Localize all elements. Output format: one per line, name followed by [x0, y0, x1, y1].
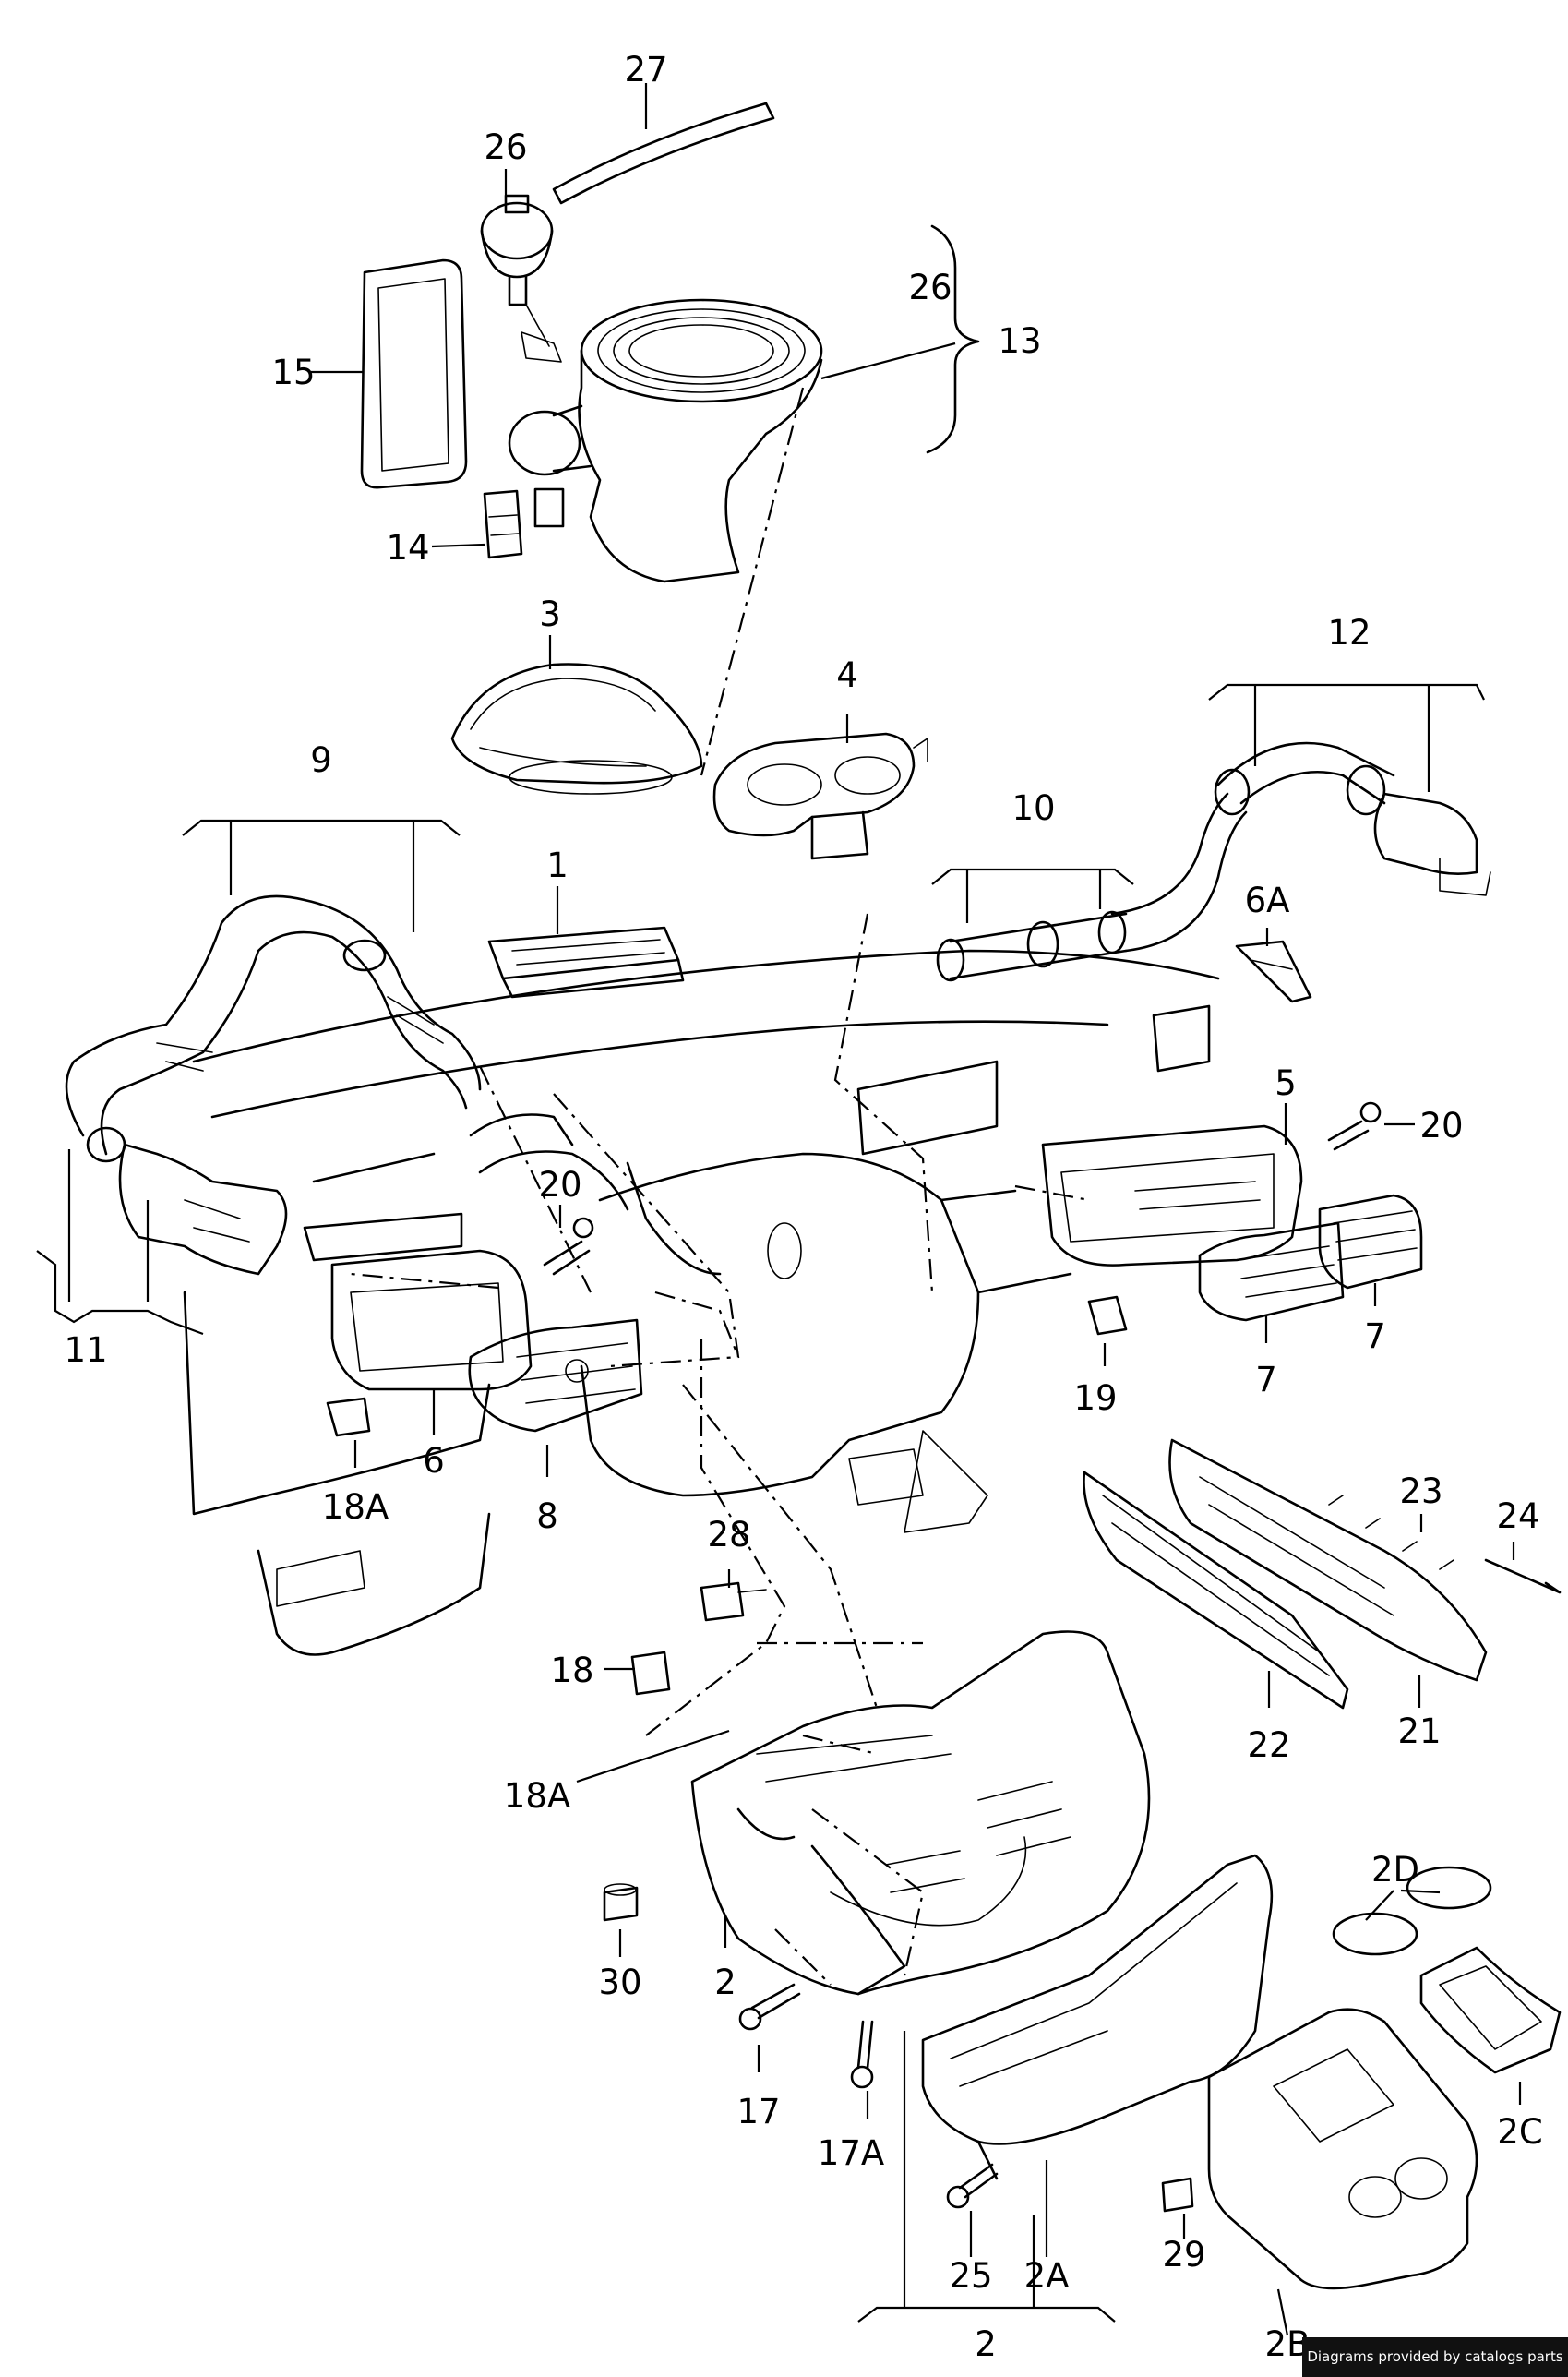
callout-26-group: 26: [908, 268, 952, 307]
callout-20-right: 20: [1419, 1106, 1463, 1146]
callout-9: 9: [310, 740, 332, 780]
callout-21: 21: [1397, 1711, 1441, 1751]
callout-labels: 27 26 26 13 15 14 3 4 12 9 10 1 6A 5 20 …: [64, 50, 1542, 2364]
callout-22: 22: [1247, 1725, 1290, 1765]
part-9-left-duct: [65, 894, 482, 1163]
part-21-trim-strip: [1168, 1438, 1488, 1682]
callout-10: 10: [1011, 788, 1055, 828]
callout-18: 18: [550, 1651, 593, 1690]
part-29-plug: [1161, 2177, 1194, 2213]
part-17A-screw: [850, 2020, 874, 2089]
part-15-seal-frame: [360, 258, 468, 489]
part-10-connecting-hose: [936, 792, 1248, 982]
part-2C-insert: [1419, 1946, 1562, 2074]
bracket-13: [926, 224, 980, 454]
group-brackets: [36, 683, 1485, 2323]
callout-4: 4: [836, 655, 858, 695]
part-6A-bracket: [1235, 940, 1312, 1003]
part-22-cover-strip: [1083, 1471, 1349, 1710]
part-18-clip: [630, 1651, 671, 1696]
callout-18A: 18A: [504, 1776, 570, 1816]
callout-2-group: 2: [975, 2324, 997, 2364]
part-30-plug: [603, 1883, 639, 1922]
callout-25: 25: [949, 2256, 992, 2296]
callout-17: 17: [736, 2092, 780, 2131]
part-2A-storage-tray: [921, 1854, 1274, 2180]
callout-15: 15: [271, 353, 315, 392]
callout-18A-left: 18A: [322, 1487, 389, 1527]
callout-11: 11: [64, 1330, 107, 1370]
part-14-clip: [483, 489, 523, 559]
callout-28: 28: [707, 1515, 750, 1555]
callout-7-left: 7: [1255, 1360, 1277, 1399]
callout-19: 19: [1073, 1378, 1117, 1418]
part-24-screw: [1484, 1558, 1562, 1594]
callout-29: 29: [1162, 2235, 1205, 2275]
callout-27: 27: [624, 50, 667, 90]
callout-24: 24: [1496, 1496, 1539, 1536]
part-13-fresh-air-housing: [508, 298, 823, 583]
part-4-duct-bracket: [712, 732, 928, 860]
part-20-screw-left: [543, 1217, 594, 1276]
callout-14: 14: [386, 528, 429, 568]
callout-23: 23: [1399, 1471, 1442, 1511]
part-6-vent-housing: [303, 1212, 533, 1391]
callout-20-left: 20: [538, 1165, 581, 1205]
callout-1: 1: [546, 846, 569, 885]
callout-6A: 6A: [1245, 881, 1290, 920]
part-12-side-duct: [1214, 741, 1491, 896]
callout-30: 30: [598, 1963, 641, 2002]
callout-13: 13: [998, 321, 1041, 361]
callout-6: 6: [423, 1441, 445, 1481]
part-28-switch: [700, 1581, 767, 1622]
callout-7-right: 7: [1364, 1316, 1386, 1356]
part-23-clips: [1328, 1495, 1454, 1570]
credit-banner: Diagrams provided by catalogs parts: [1302, 2337, 1568, 2377]
part-2D-mat: [1332, 1866, 1492, 1956]
part-20-screw-right: [1327, 1101, 1382, 1151]
callout-2A: 2A: [1024, 2256, 1070, 2296]
part-25-screw: [946, 2163, 999, 2209]
part-2-center-console: [690, 1630, 1151, 1996]
assembly-lines: [350, 387, 1090, 1986]
part-7-vent-grille-right: [1318, 1194, 1423, 1290]
part-11-floor-duct: [118, 1143, 288, 1276]
part-7-vent-grille-left: [1198, 1221, 1345, 1322]
part-18A-clip-left: [326, 1397, 371, 1437]
callout-17A: 17A: [818, 2133, 884, 2173]
callout-8: 8: [536, 1496, 558, 1536]
part-17-screw: [738, 1983, 801, 2031]
callout-26: 26: [484, 127, 527, 167]
callout-3: 3: [539, 594, 561, 634]
callout-2D: 2D: [1371, 1850, 1419, 1890]
part-2B-cup-holder: [1207, 2008, 1478, 2290]
leader-lines: [310, 83, 1522, 2336]
part-27-vacuum-hose: [552, 102, 775, 205]
dashboard: [183, 949, 1220, 1656]
part-5-vent-housing: [1041, 1124, 1303, 1267]
callout-12: 12: [1327, 613, 1371, 653]
part-1-vent: [487, 926, 685, 999]
callout-2C: 2C: [1497, 2112, 1542, 2152]
callout-5: 5: [1275, 1063, 1297, 1103]
part-3-air-duct: [450, 663, 703, 795]
part-19-clip: [1087, 1295, 1128, 1336]
part-8-vent-grille: [468, 1318, 643, 1433]
part-26-vacuum-actuator: [480, 194, 554, 347]
callout-2-console: 2: [714, 1963, 736, 2002]
